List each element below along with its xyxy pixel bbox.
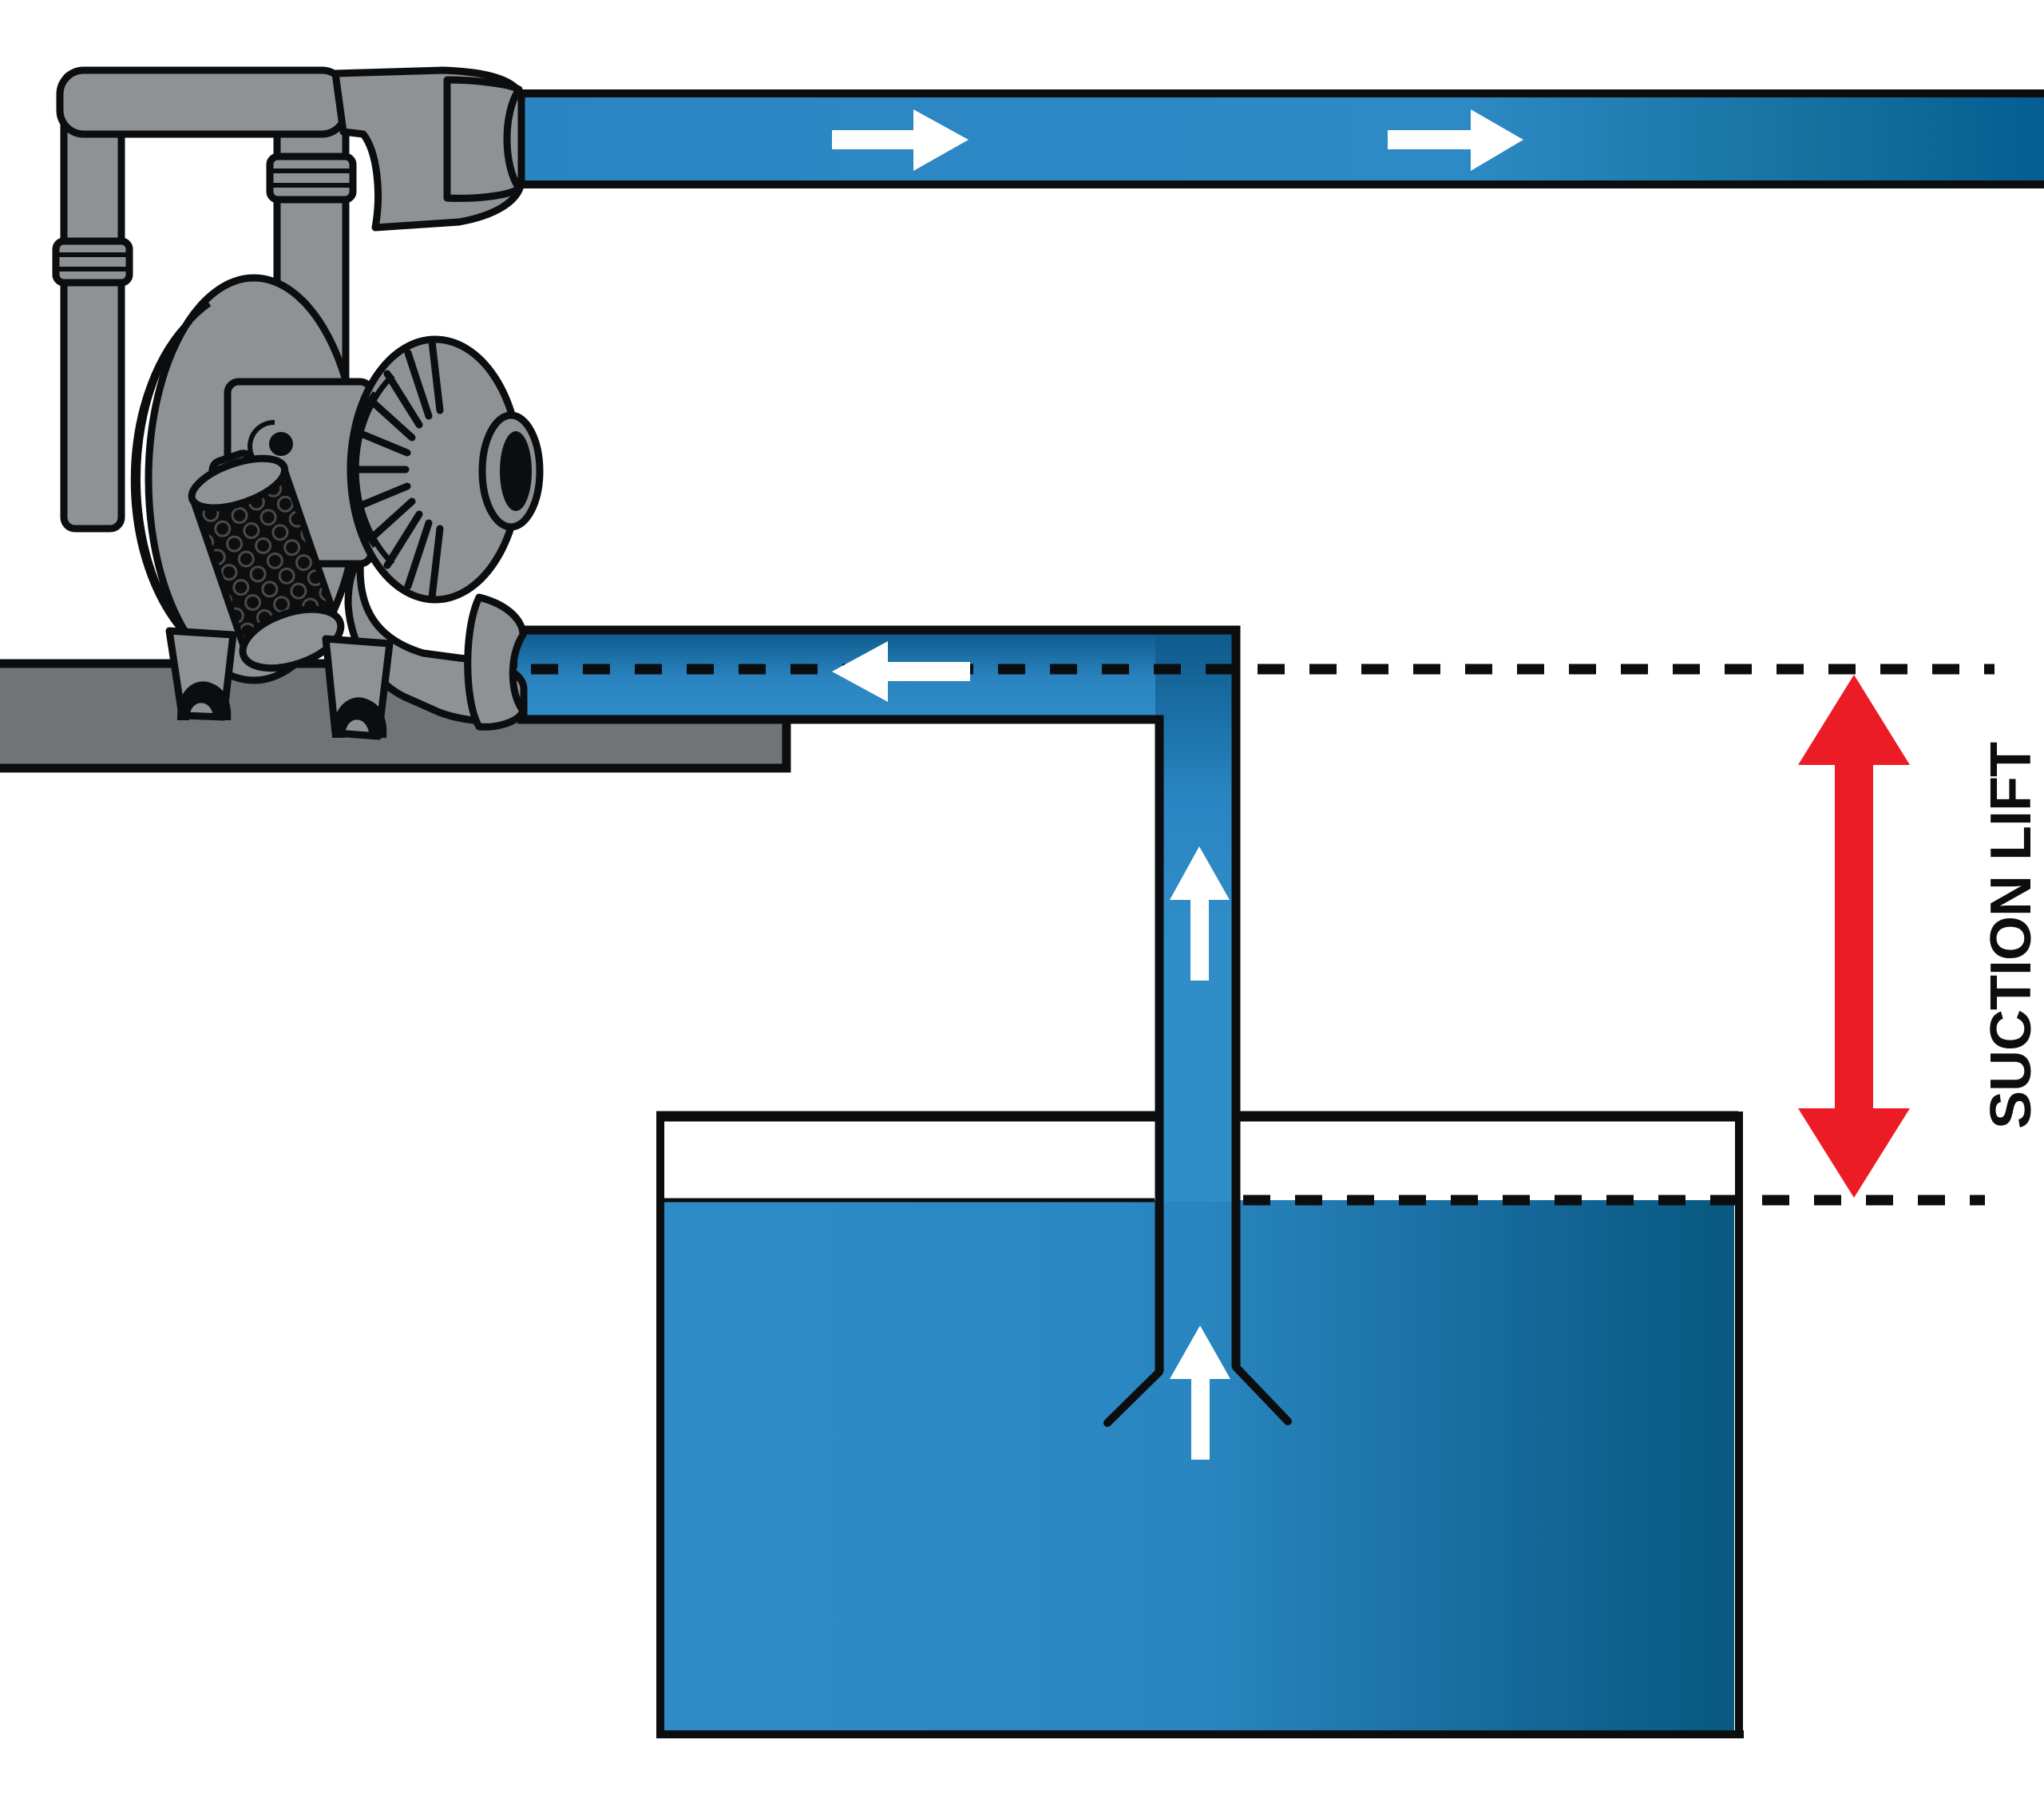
tank bbox=[656, 1111, 1744, 1738]
suction-pipe-outline-inner bbox=[517, 715, 1164, 1372]
pump-center-pivot bbox=[269, 432, 293, 456]
pump-discharge-flange bbox=[443, 76, 523, 202]
suction-lift-label: SUCTION LIFT bbox=[1979, 742, 2043, 1129]
suction-lift-arrow-icon bbox=[1798, 675, 1910, 1198]
pump-manifold-bar bbox=[56, 66, 350, 138]
diaphragm-pump bbox=[52, 66, 544, 740]
tank-water bbox=[664, 1200, 1734, 1730]
pump-left-column bbox=[60, 69, 125, 533]
discharge-pipe-fluid bbox=[511, 97, 2044, 180]
flow-arrow-left-icon bbox=[832, 641, 970, 702]
muffler-screen bbox=[196, 468, 334, 651]
pump-left-collar bbox=[52, 237, 133, 287]
discharge-pipe-outline bbox=[511, 89, 2044, 188]
suction-strainer-flare-right bbox=[1232, 1363, 1292, 1425]
flow-arrow-right-1-icon bbox=[832, 109, 969, 171]
suction-pipe bbox=[517, 625, 1292, 1427]
pump-left-chamber-rim-lines bbox=[130, 300, 212, 658]
suction-strainer-flare-left bbox=[1103, 1368, 1163, 1427]
muffler-end-cap bbox=[239, 605, 345, 672]
muffler-top-rim bbox=[188, 454, 289, 512]
pump-muffler bbox=[188, 450, 345, 672]
tank-walls bbox=[656, 1112, 1744, 1738]
pump-foot-right bbox=[331, 697, 387, 738]
pump-right-collar bbox=[266, 153, 357, 204]
discharge-pipe bbox=[511, 89, 2044, 188]
pump-foot-left bbox=[176, 681, 232, 720]
pump-chamber-spokes bbox=[354, 338, 444, 601]
flow-arrow-up-pipe-icon bbox=[1170, 846, 1230, 981]
suction-pipe-outline-outer bbox=[517, 625, 1241, 1367]
pump-inlet-flange bbox=[464, 593, 527, 731]
flow-arrow-right-2-icon bbox=[1388, 109, 1523, 171]
flow-arrow-up-intake-icon bbox=[1170, 1326, 1230, 1460]
flow-arrows bbox=[832, 109, 1523, 1460]
pump-outlet-port-icon bbox=[500, 431, 532, 511]
